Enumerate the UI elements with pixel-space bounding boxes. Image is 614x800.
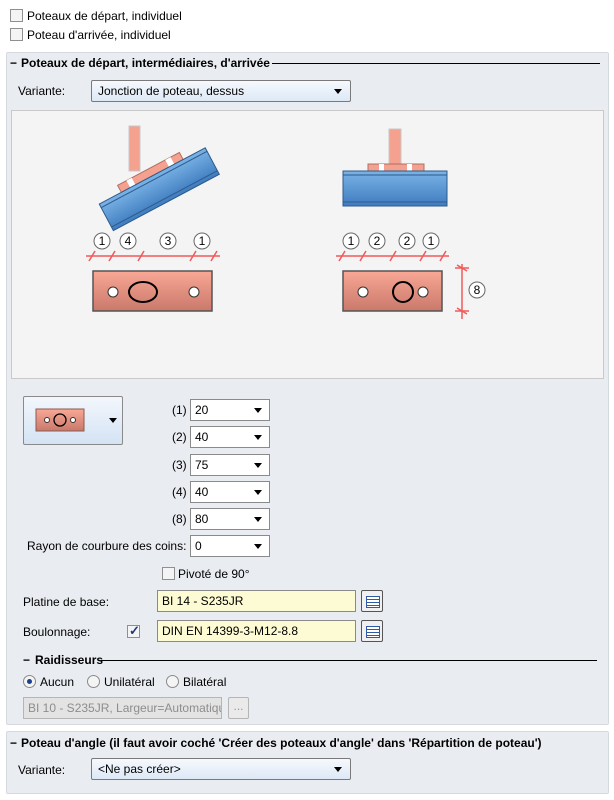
rotated-90-label: Pivoté de 90°	[178, 567, 250, 581]
stiffener-input: BI 10 - S235JR, Largeur=Automatique	[23, 697, 222, 719]
stiffeners-collapse-icon[interactable]: −	[23, 653, 31, 667]
dim3-combo[interactable]: 75	[190, 454, 270, 476]
connection-diagram: 1 4 3 1 1 2 2 1 8	[11, 110, 604, 379]
dim2-combo[interactable]: 40	[190, 426, 270, 448]
stiffener-bilateral-label: Bilatéral	[183, 675, 227, 689]
bolting-catalog-button[interactable]	[361, 620, 383, 642]
plate-shape-icon	[35, 408, 117, 432]
dim-label: 1	[99, 234, 106, 248]
base-plate-catalog-button[interactable]	[361, 590, 383, 612]
dim-label: 8	[474, 283, 481, 297]
stiffeners-title: Raidisseurs	[35, 653, 104, 667]
stiffener-none-radio[interactable]	[23, 675, 36, 688]
dim-label: 2	[404, 234, 411, 248]
dim-label: 4	[125, 234, 132, 248]
stiffener-more-button: ...	[228, 697, 249, 719]
bolting-label: Boulonnage:	[23, 625, 91, 639]
bolting-input[interactable]: DIN EN 14399-3-M12-8.8	[157, 620, 356, 642]
base-plate-input[interactable]: BI 14 - S235JR	[157, 590, 356, 612]
start-post-individual-label: Poteaux de départ, individuel	[27, 9, 182, 23]
stiffener-none-label: Aucun	[40, 675, 75, 689]
divider	[272, 63, 600, 64]
base-plate-label: Platine de base:	[23, 595, 110, 609]
dim-label: 2	[374, 234, 381, 248]
dim-label: 1	[348, 234, 355, 248]
right-column	[388, 128, 402, 166]
left-dimension-line	[86, 250, 220, 262]
stiffener-unilateral-label: Unilatéral	[104, 675, 155, 689]
dim1-label: (1)	[172, 403, 187, 417]
stiffener-unilateral-radio[interactable]	[87, 675, 100, 688]
rotated-90-checkbox[interactable]	[162, 567, 175, 580]
plate-shape-dropdown[interactable]	[23, 396, 123, 445]
main-group-title: Poteaux de départ, intermédiaires, d'arr…	[21, 56, 270, 70]
left-beam	[98, 147, 220, 232]
start-post-individual-checkbox[interactable]	[10, 9, 23, 22]
dim-label: 1	[428, 234, 435, 248]
corner-group-title: Poteau d'angle (il faut avoir coché 'Cré…	[21, 736, 542, 750]
dim-label: 3	[165, 234, 172, 248]
stiffener-bilateral-radio[interactable]	[166, 675, 179, 688]
dim4-combo[interactable]: 40	[190, 481, 270, 503]
dim1-combo[interactable]: 20	[190, 399, 270, 421]
corner-variant-label: Variante:	[18, 763, 66, 777]
dim2-label: (2)	[172, 430, 187, 444]
left-column	[128, 125, 141, 172]
right-beam	[342, 170, 448, 207]
end-post-individual-label: Poteau d'arrivée, individuel	[27, 28, 171, 42]
bolting-checkbox[interactable]	[127, 623, 140, 639]
corner-radius-label: Rayon de courbure des coins:	[27, 539, 187, 553]
main-group-collapse-icon[interactable]: −	[10, 56, 18, 70]
dim-label: 1	[199, 234, 206, 248]
dim8-label: (8)	[172, 512, 187, 526]
corner-group-collapse-icon[interactable]: −	[10, 736, 18, 750]
dim4-label: (4)	[172, 485, 187, 499]
corner-radius-combo[interactable]: 0	[190, 535, 270, 557]
dim8-combo[interactable]: 80	[190, 508, 270, 530]
diagram-svg: 1 4 3 1 1 2 2 1 8	[86, 125, 486, 319]
variant-label: Variante:	[18, 84, 66, 98]
variant-select[interactable]: Jonction de poteau, dessus	[91, 80, 351, 102]
end-post-individual-checkbox[interactable]	[10, 28, 23, 41]
corner-variant-select[interactable]: <Ne pas créer>	[91, 758, 351, 780]
dim3-label: (3)	[172, 458, 187, 472]
right-dimension-line	[336, 250, 469, 319]
divider	[101, 660, 597, 661]
